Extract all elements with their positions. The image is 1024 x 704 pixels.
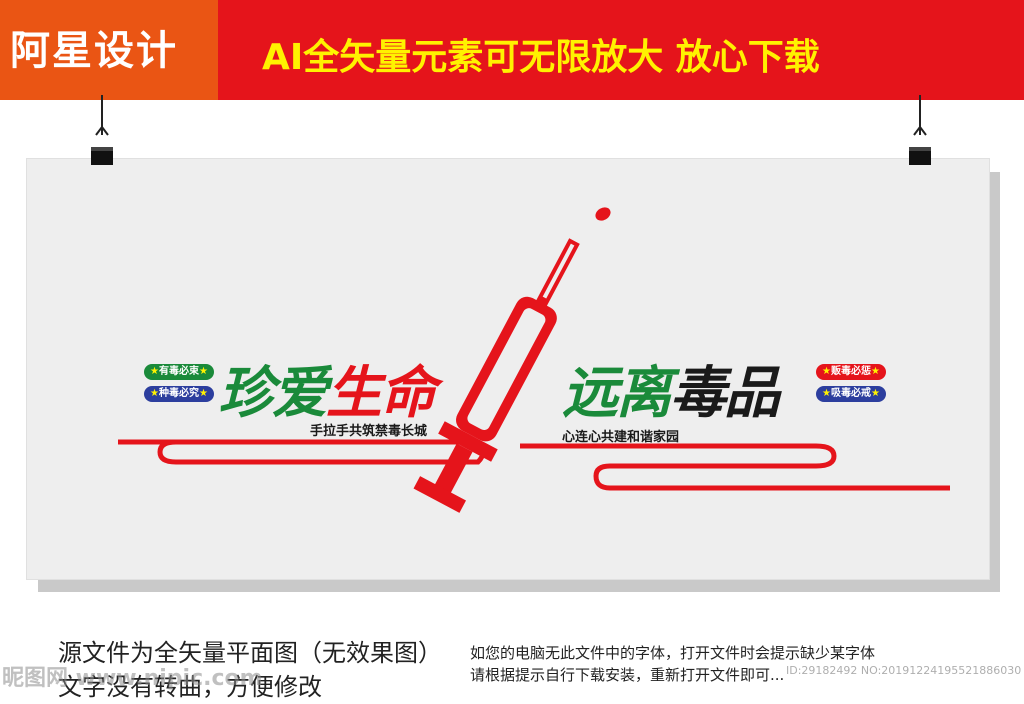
- watermark-left: 昵图网 www.nipic.com: [2, 666, 263, 691]
- brand-box: 阿星设计: [0, 0, 218, 100]
- slogan-pill: ★贩毒必惩★: [816, 364, 886, 380]
- header-slogan: AI全矢量元素可无限放大 放心下载: [262, 37, 820, 78]
- star-icon: ★: [199, 366, 208, 377]
- brand-title: 阿星设计: [10, 28, 178, 74]
- main-title-left: 珍爱生命: [218, 361, 436, 426]
- slogan-pill: ★有毒必束★: [144, 364, 214, 380]
- star-icon: ★: [871, 388, 880, 399]
- watermark-right: ID:29182492 NO:20191224195521886030: [786, 664, 1022, 677]
- subtitle-left: 手拉手共筑禁毒长城: [310, 424, 428, 439]
- binder-clip-left-icon: [91, 95, 113, 165]
- font-hint: 如您的电脑无此文件中的字体，打开文件时会提示缺少某字体 请根据提示自行下载安装，…: [470, 644, 876, 684]
- star-icon: ★: [150, 388, 159, 399]
- main-title-right: 远离毒品: [562, 361, 780, 426]
- subtitle-right: 心连心共建和谐家园: [562, 430, 680, 445]
- star-icon: ★: [871, 366, 880, 377]
- star-icon: ★: [150, 366, 159, 377]
- slogan-pill: ★种毒必究★: [144, 386, 214, 402]
- binder-clip-right-icon: [909, 95, 931, 165]
- star-icon: ★: [199, 388, 208, 399]
- slogan-pill: ★吸毒必戒★: [816, 386, 886, 402]
- star-icon: ★: [822, 366, 831, 377]
- star-icon: ★: [822, 388, 831, 399]
